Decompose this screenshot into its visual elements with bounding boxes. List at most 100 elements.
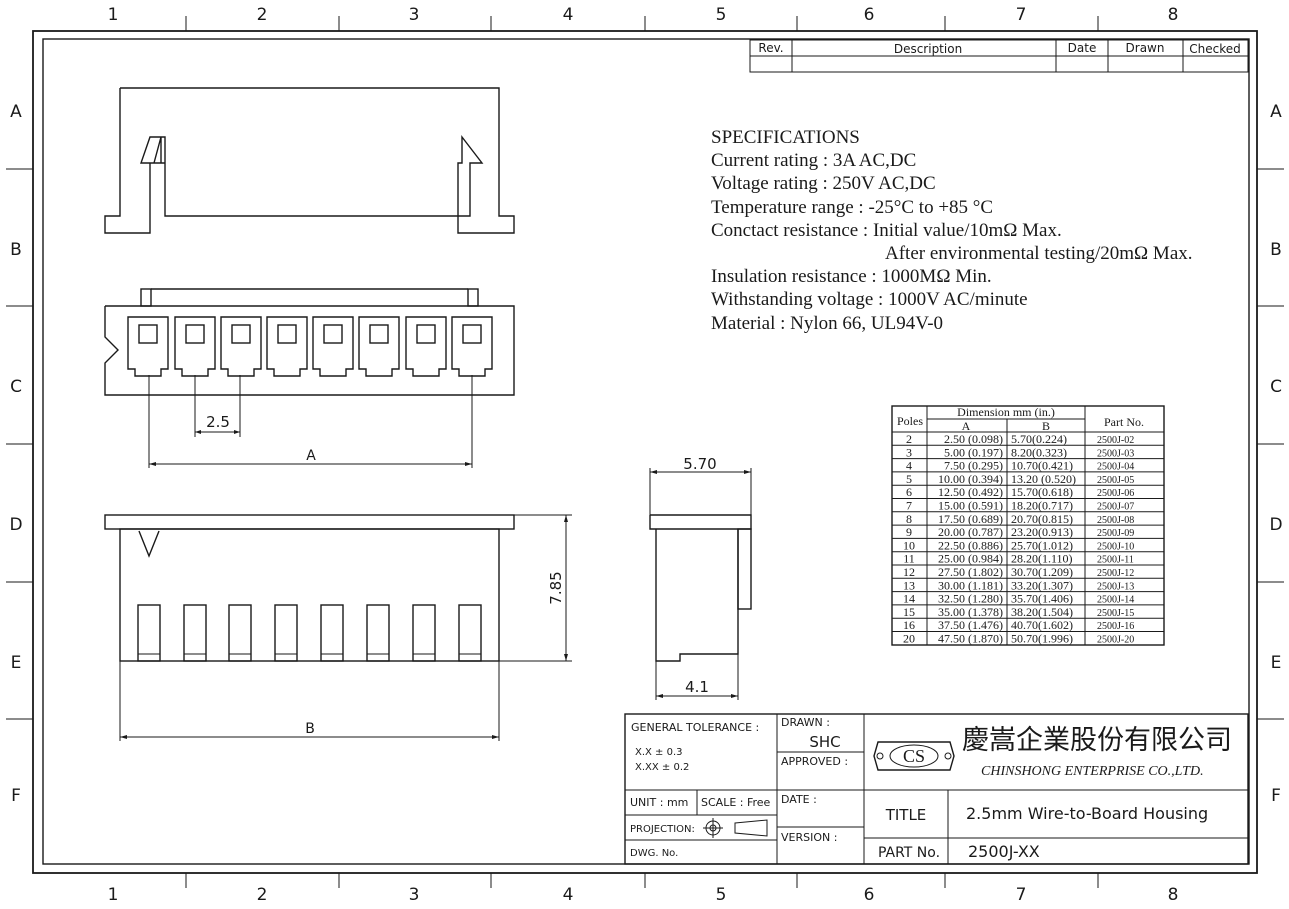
drawn-value: SHC [809, 733, 840, 751]
table-cell-b: 15.70(0.618) [1011, 485, 1073, 499]
table-cell-b: 18.20(0.717) [1011, 499, 1073, 513]
table-cell-poles: 14 [903, 592, 915, 606]
spec-line-contact: Conctact resistance : Initial value/10mΩ… [711, 220, 1062, 241]
row-label-right-C: C [1270, 377, 1282, 397]
col-label-top-5: 5 [716, 5, 727, 25]
table-cell-b: 35.70(1.406) [1011, 592, 1073, 606]
table-cell-a: 22.50 (0.886) [938, 538, 1003, 552]
col-label-top-4: 4 [563, 5, 574, 25]
width-dimension: 5.70 [683, 455, 716, 473]
col-label-bottom-2: 2 [257, 885, 268, 905]
table-header-poles: Poles [897, 414, 923, 428]
col-label-bottom-3: 3 [409, 885, 420, 905]
rev-header: Rev. [758, 41, 783, 55]
table-cell-poles: 9 [906, 525, 912, 539]
row-label-left-E: E [11, 653, 22, 673]
unit-label: UNIT : mm [630, 796, 688, 809]
table-cell-b: 25.70(1.012) [1011, 538, 1073, 552]
table-cell-part-number: 2500J-13 [1097, 581, 1134, 592]
table-cell-part-number: 2500J-06 [1097, 488, 1134, 499]
pin-slot [183, 604, 207, 662]
third-angle-projection-icon [703, 818, 768, 838]
dwg-number-label: DWG. No. [630, 848, 678, 859]
top-view [104, 87, 515, 234]
pole-window [462, 324, 482, 344]
col-label-bottom-4: 4 [563, 885, 574, 905]
spec-line-withstanding: Withstanding voltage : 1000V AC/minute [711, 289, 1028, 310]
depth-dimension: 4.1 [685, 678, 709, 696]
col-label-bottom-6: 6 [864, 885, 875, 905]
drawn-label: DRAWN : [781, 716, 830, 729]
table-cell-poles: 6 [906, 485, 912, 499]
table-cell-poles: 12 [903, 565, 915, 579]
table-cell-a: 47.50 (1.870) [938, 632, 1003, 646]
table-cell-a: 15.00 (0.591) [938, 499, 1003, 513]
table-cell-poles: 7 [906, 499, 912, 513]
spec-line-insulation: Insulation resistance : 1000MΩ Min. [711, 266, 992, 287]
height-dimension: 7.85 [547, 571, 565, 604]
row-label-left-F: F [11, 786, 21, 806]
table-cell-b: 33.20(1.307) [1011, 578, 1073, 592]
pin-slot [458, 604, 482, 662]
row-label-right-F: F [1271, 786, 1281, 806]
front-view: 2.5 A [104, 288, 515, 468]
tolerance-one-decimal: X.X ± 0.3 [635, 747, 683, 758]
table-cell-part-number: 2500J-12 [1097, 568, 1134, 579]
row-label-left-D: D [9, 515, 22, 535]
table-cell-part-number: 2500J-10 [1097, 541, 1134, 552]
bottom-view: 7.85 B [104, 514, 572, 741]
table-cell-poles: 16 [903, 618, 915, 632]
table-cell-a: 2.50 (0.098) [944, 432, 1003, 446]
version-label: VERSION : [781, 831, 837, 844]
pole-window [231, 324, 251, 344]
pin-slot [274, 604, 298, 662]
col-label-top-3: 3 [409, 5, 420, 25]
table-cell-b: 38.20(1.504) [1011, 605, 1073, 619]
pole-cavity [312, 316, 354, 377]
row-label-left-C: C [10, 377, 22, 397]
pin-slot [366, 604, 390, 662]
projection-label: PROJECTION: [630, 824, 695, 835]
pin-slot [412, 604, 436, 662]
table-cell-b: 23.20(0.913) [1011, 525, 1073, 539]
specifications: SPECIFICATIONS Current rating : 3A AC,DC… [711, 127, 1193, 334]
col-label-bottom-5: 5 [716, 885, 727, 905]
table-cell-part-number: 2500J-08 [1097, 515, 1134, 526]
part-number-label: PART No. [878, 845, 940, 861]
spec-line-current: Current rating : 3A AC,DC [711, 150, 916, 171]
pole-window [277, 324, 297, 344]
spec-line-voltage: Voltage rating : 250V AC,DC [711, 173, 936, 194]
pole-window [185, 324, 205, 344]
pole-window [369, 324, 389, 344]
table-cell-part-number: 2500J-16 [1097, 621, 1134, 632]
pin-slot [137, 604, 161, 662]
table-cell-poles: 13 [903, 578, 915, 592]
table-cell-part-number: 2500J-20 [1097, 635, 1134, 646]
row-label-right-E: E [1271, 653, 1282, 673]
dimension-b: B [305, 721, 315, 737]
table-cell-b: 10.70(0.421) [1011, 459, 1073, 473]
table-cell-b: 5.70(0.224) [1011, 432, 1067, 446]
table-cell-b: 13.20 (0.520) [1011, 472, 1076, 486]
row-label-left-A: A [10, 102, 22, 122]
checked-header: Checked [1189, 42, 1241, 56]
table-cell-b: 20.70(0.815) [1011, 512, 1073, 526]
table-cell-part-number: 2500J-09 [1097, 528, 1134, 539]
table-cell-b: 40.70(1.602) [1011, 618, 1073, 632]
dimension-a: A [306, 448, 316, 464]
company-name-english: CHINSHONG ENTERPRISE CO.,LTD. [981, 764, 1204, 779]
spec-title: SPECIFICATIONS [711, 127, 860, 148]
title-value: 2.5mm Wire-to-Board Housing [966, 804, 1208, 823]
col-label-top-2: 2 [257, 5, 268, 25]
col-label-top-8: 8 [1168, 5, 1179, 25]
table-cell-a: 5.00 (0.197) [944, 445, 1003, 459]
table-cell-a: 10.00 (0.394) [938, 472, 1003, 486]
pole-window [416, 324, 436, 344]
date-header: Date [1068, 41, 1097, 55]
table-cell-a: 7.50 (0.295) [944, 459, 1003, 473]
table-cell-a: 27.50 (1.802) [938, 565, 1003, 579]
table-cell-part-number: 2500J-11 [1097, 555, 1134, 566]
pole-window [323, 324, 343, 344]
